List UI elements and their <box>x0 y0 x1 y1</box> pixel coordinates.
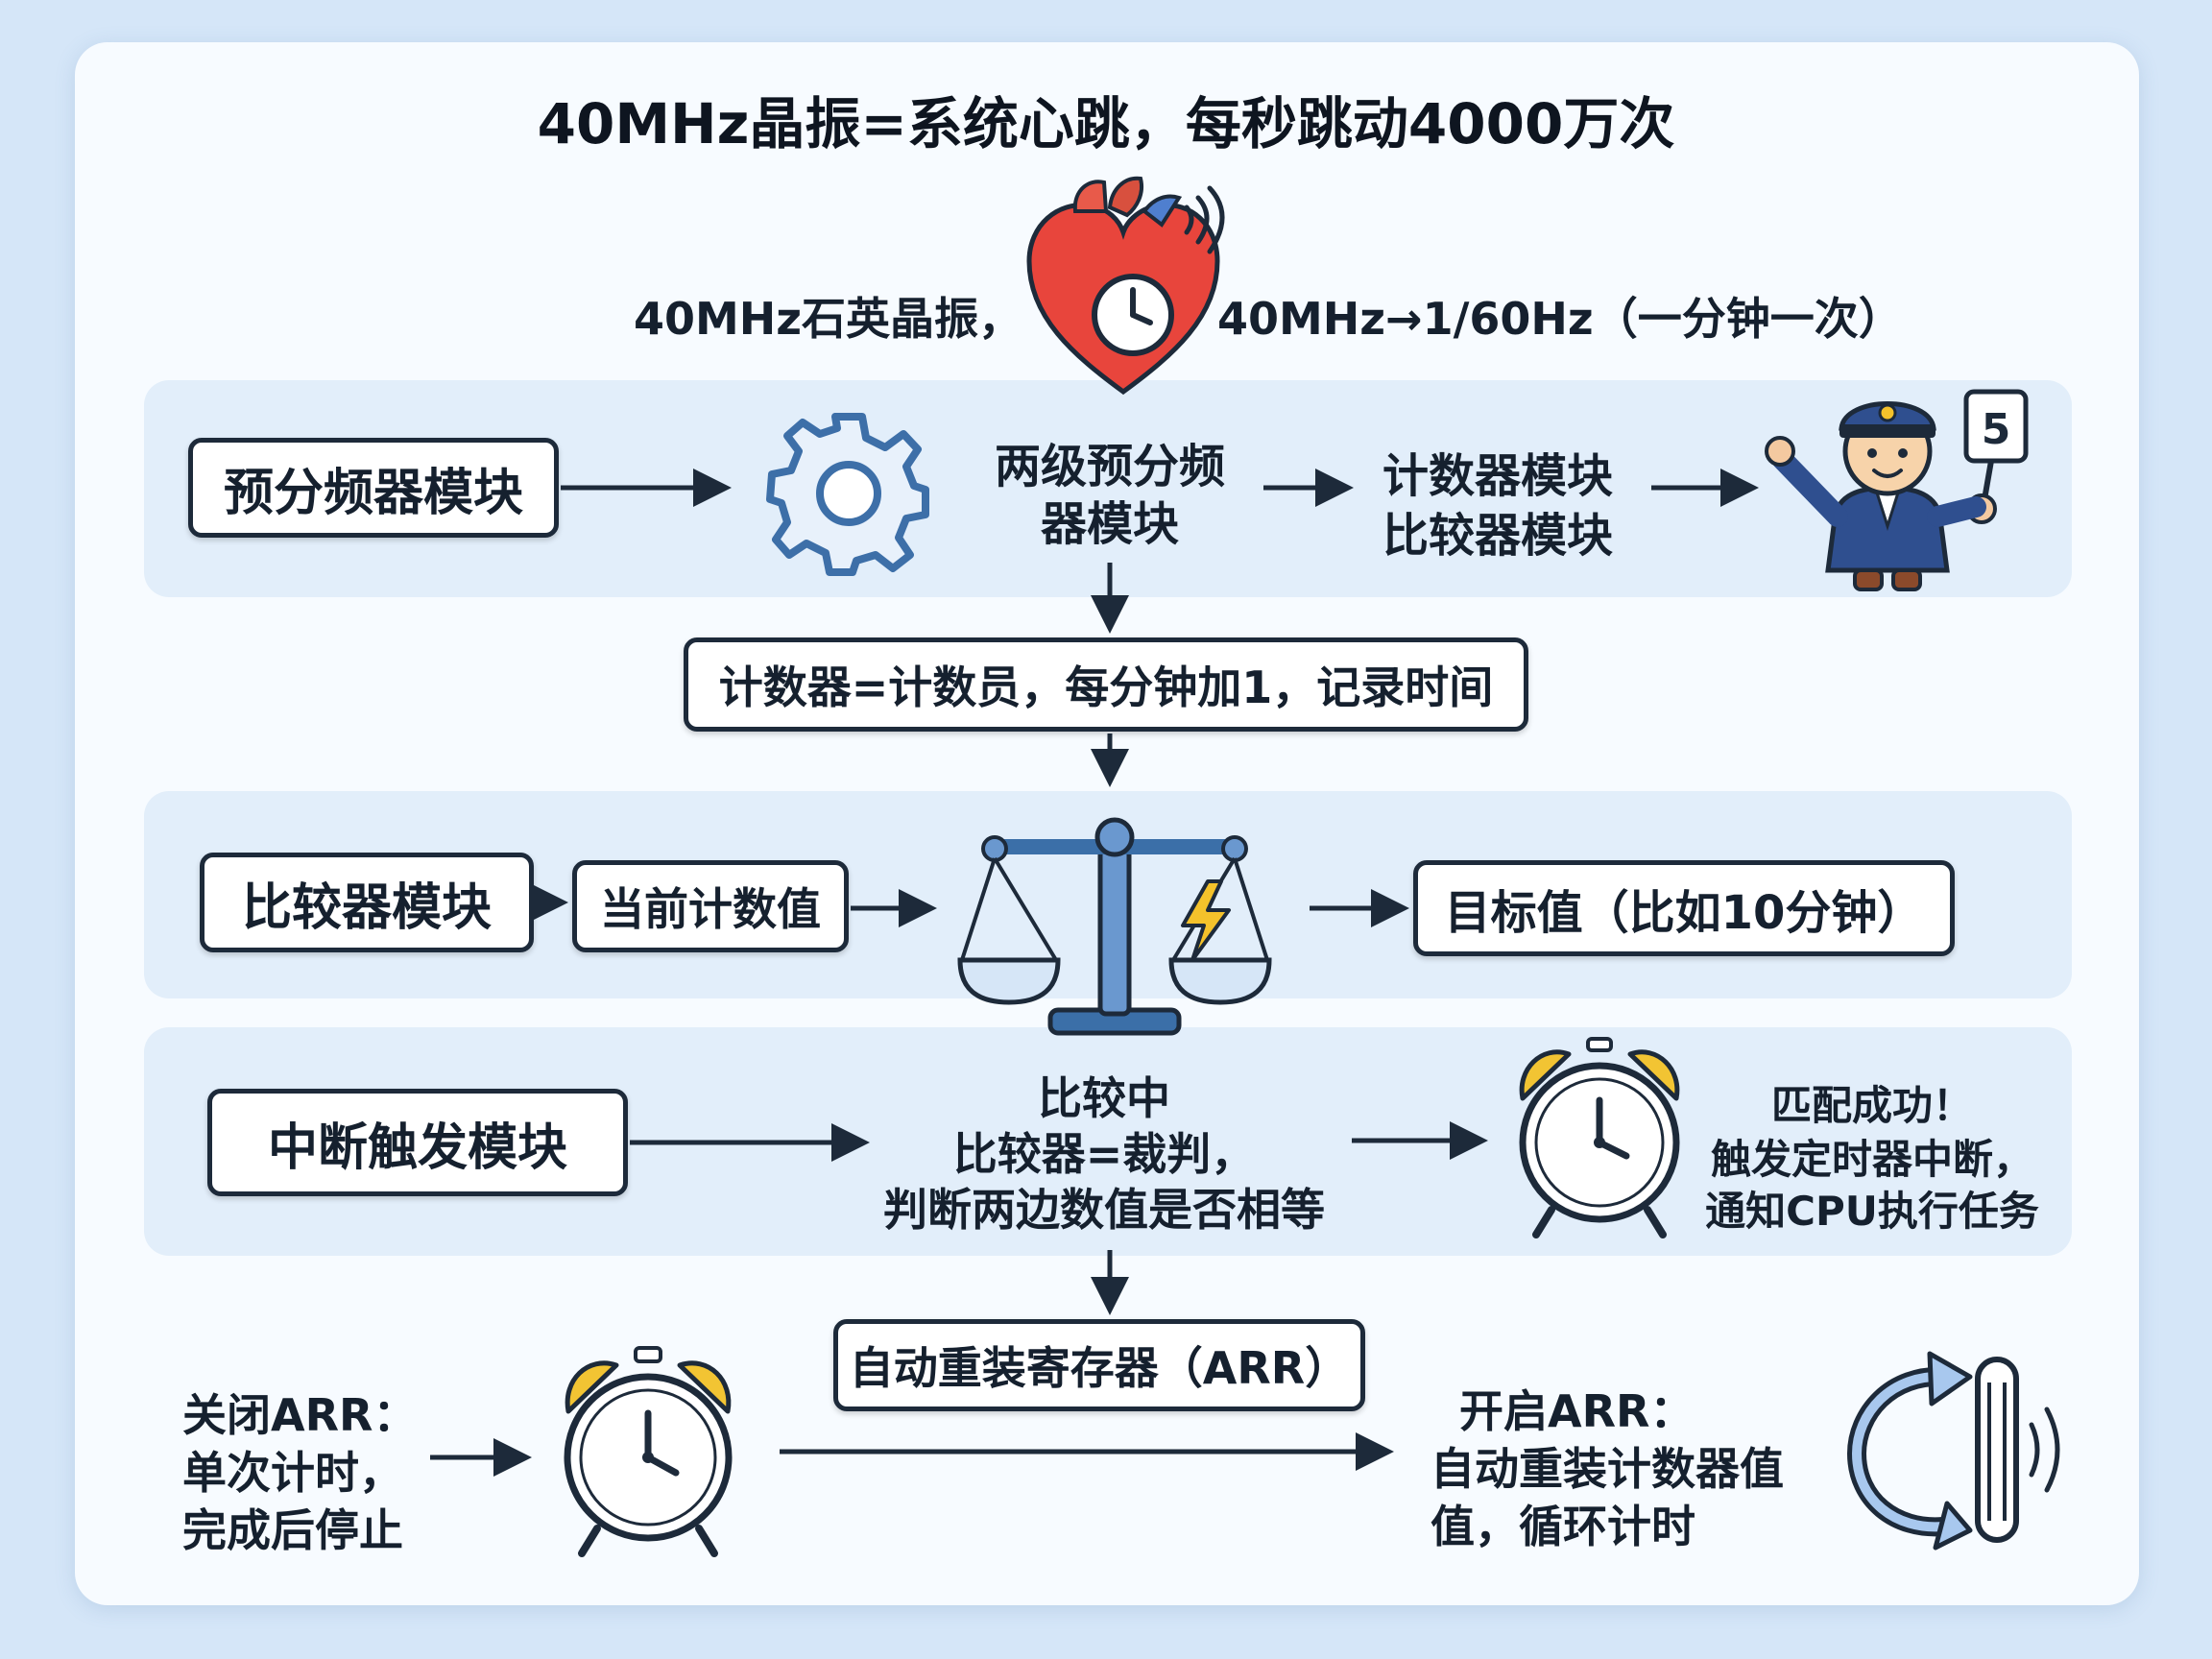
comparator-module-line2: 比较器模块 <box>1382 509 1613 563</box>
comparator-box: 比较器模块 <box>200 853 534 952</box>
arr-on-line1: 开启ARR： <box>1459 1385 1695 1437</box>
arr-off-line2: 单次计时， <box>182 1447 403 1499</box>
interrupt-box: 中断触发模块 <box>207 1089 628 1196</box>
counter-officer-icon: 5 <box>1765 389 2029 591</box>
counter-module-line1: 计数器模块 <box>1382 449 1613 503</box>
alarm-clock-icon <box>1519 1037 1680 1238</box>
counter-box: 计数器=计数员，每分钟加1，记录时间 <box>684 637 1528 732</box>
match-line2: 触发定时器中断， <box>1710 1136 2033 1183</box>
target-value-box: 目标值（比如10分钟） <box>1413 860 1955 956</box>
crystal-text: 40MHz石英晶振， <box>634 293 1023 345</box>
comparing-line2: 比较器=裁判， <box>952 1128 1256 1180</box>
gear-icon <box>766 413 929 576</box>
heart-clock-icon <box>1026 176 1225 396</box>
alarm-clock-icon <box>564 1346 733 1557</box>
comparing-line3: 判断两边数值是否相等 <box>883 1184 1325 1236</box>
balance-scale-icon <box>957 817 1272 1036</box>
frequency-text: 40MHz→1/60Hz（一分钟一次） <box>1217 293 1903 345</box>
current-count-box: 当前计数值 <box>572 860 849 952</box>
match-line3: 通知CPU执行任务 <box>1705 1188 2039 1235</box>
match-line1: 匹配成功！ <box>1770 1082 1973 1129</box>
arr-on-line2: 自动重装计数器值 <box>1431 1443 1784 1495</box>
arr-box: 自动重装寄存器（ARR） <box>833 1319 1365 1411</box>
prescaler-box: 预分频器模块 <box>188 438 559 538</box>
two-stage-line1: 两级预分频 <box>994 440 1225 493</box>
page-title: 40MHz晶振=系统心跳，每秒跳动4000万次 <box>537 91 1675 156</box>
comparing-line1: 比较中 <box>1038 1072 1170 1124</box>
arr-off-line1: 关闭ARR： <box>182 1389 418 1441</box>
svg-text:5: 5 <box>1982 405 2011 454</box>
reload-cycle-icon <box>1846 1351 2060 1551</box>
arr-off-line3: 完成后停止 <box>182 1504 403 1556</box>
arr-on-line3: 值，循环计时 <box>1431 1501 1695 1552</box>
two-stage-line2: 器模块 <box>1040 497 1179 551</box>
